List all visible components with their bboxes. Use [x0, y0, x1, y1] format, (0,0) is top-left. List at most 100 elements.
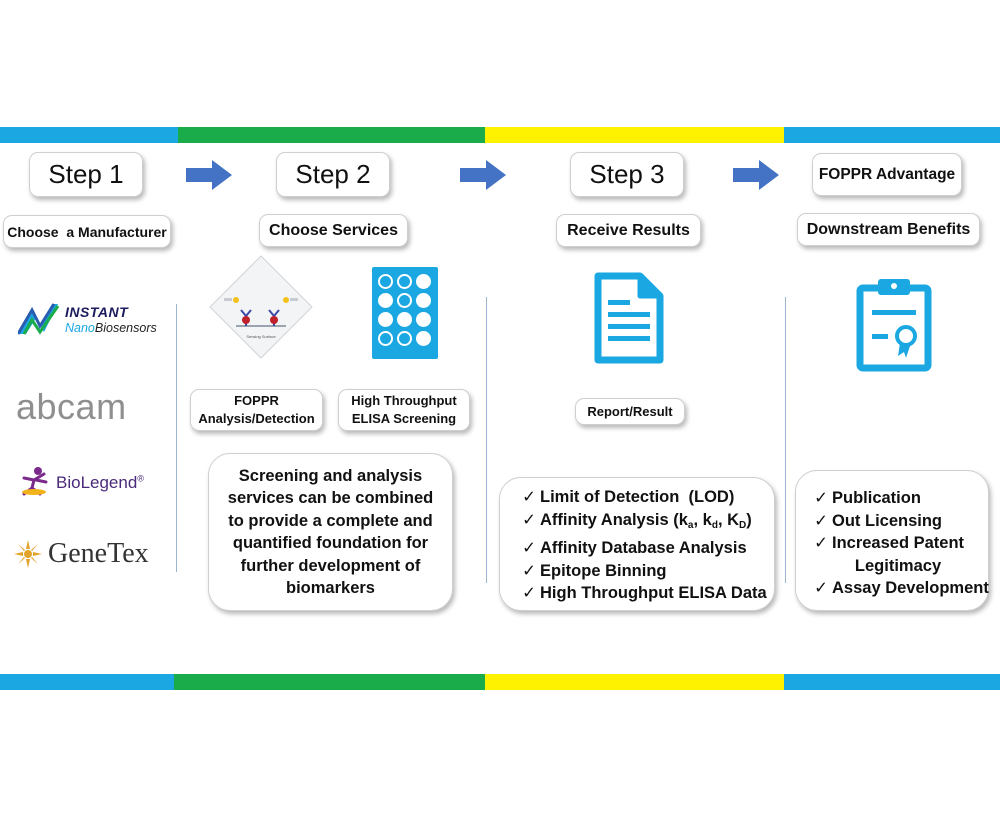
check-icon: ✓ — [522, 488, 536, 506]
result-lod: Limit of Detection (LOD) — [540, 488, 735, 506]
check-icon: ✓ — [522, 561, 536, 580]
arrow-right-icon — [186, 160, 232, 190]
genetex-sun-icon — [14, 540, 42, 568]
downstream-benefits-label: Downstream Benefits — [806, 220, 971, 238]
column-divider — [785, 297, 786, 583]
document-icon — [594, 272, 664, 364]
biolegend-figure-icon — [22, 467, 48, 496]
biolegend-logo: BioLegend® — [20, 466, 160, 498]
check-icon: ✓ — [814, 511, 828, 530]
affinity-sub-d: d — [711, 519, 718, 531]
result-item: ✓Affinity Database Analysis — [518, 537, 767, 560]
benefit-item: ✓Assay Development — [810, 577, 989, 600]
elisa-screening-line2: ELISA Screening — [351, 411, 457, 426]
benefit-item: ✓Out Licensing — [810, 510, 989, 533]
column-divider — [486, 297, 487, 583]
sensing-surface-text: Sensing Surface — [246, 334, 276, 339]
abcam-logo: abcam — [16, 386, 127, 427]
step-3-box: Step 3 — [570, 152, 684, 197]
foppr-detection-line1: FOPPR — [234, 393, 279, 409]
result-item: ✓Limit of Detection (LOD) — [518, 486, 767, 509]
elisa-well — [397, 293, 412, 308]
elisa-well — [397, 312, 412, 327]
check-icon: ✓ — [522, 539, 536, 557]
affinity-prefix: Affinity Analysis (k — [540, 510, 688, 529]
biolegend-name: BioLegend — [56, 473, 138, 492]
arrow-right-icon — [460, 160, 506, 190]
elisa-well — [416, 274, 431, 289]
instant-logo-nano: Nano — [65, 321, 95, 335]
foppr-advantage-label: FOPPR Advantage — [818, 165, 956, 183]
result-item: ✓Affinity Analysis (ka, kd, KD) — [518, 509, 767, 538]
benefit-licensing: Out Licensing — [832, 511, 943, 530]
benefit-patent-line2: Legitimacy — [854, 556, 942, 575]
elisa-well — [378, 274, 393, 289]
instant-logo-line2: NanoBiosensors — [65, 321, 157, 335]
benefits-list-box: ✓Publication ✓Out Licensing ✓Increased P… — [795, 470, 989, 611]
top-band-yellow — [485, 127, 784, 143]
benefit-patent-line1: Increased Patent — [832, 534, 965, 552]
top-band-green — [178, 127, 485, 143]
clipboard-certificate-icon — [856, 279, 932, 372]
result-item: ✓Epitope Binning — [518, 560, 767, 583]
choose-manufacturer-box: Choose a Manufacturer — [3, 215, 171, 248]
benefit-item: ✓Publication — [810, 487, 989, 510]
foppr-advantage-box: FOPPR Advantage — [812, 153, 962, 196]
benefits-checklist: ✓Publication ✓Out Licensing ✓Increased P… — [810, 487, 989, 600]
elisa-well — [397, 274, 412, 289]
biolegend-registered-mark: ® — [137, 473, 144, 484]
benefit-assay: Assay Development — [832, 579, 989, 597]
choose-manufacturer-label: Choose a Manufacturer — [7, 223, 167, 240]
affinity-suffix: ) — [746, 510, 752, 529]
choose-services-label: Choose Services — [269, 221, 398, 239]
top-band-blue-right — [784, 127, 1000, 143]
elisa-wells — [378, 274, 434, 346]
result-database: Affinity Database Analysis — [540, 539, 747, 557]
step-2-box: Step 2 — [276, 152, 390, 197]
services-description-box: Screening and analysis services can be c… — [208, 453, 453, 611]
elisa-screening-box: High Throughput ELISA Screening — [338, 389, 470, 431]
arrow-right-icon — [733, 160, 779, 190]
biolegend-text: BioLegend® — [56, 473, 144, 493]
foppr-detection-box: FOPPR Analysis/Detection — [190, 389, 323, 431]
affinity-sub-a: a — [687, 519, 694, 531]
foppr-detection-line2: Analysis/Detection — [198, 411, 315, 426]
elisa-plate-icon — [372, 267, 438, 359]
elisa-well — [416, 312, 431, 327]
instant-logo-mark-icon — [18, 303, 60, 335]
results-checklist: ✓Limit of Detection (LOD) ✓Affinity Anal… — [518, 486, 767, 605]
foppr-sensing-diagram: Sensing Surface — [209, 255, 313, 359]
result-affinity: Affinity Analysis (ka, kd, KD) — [540, 509, 752, 538]
genetex-text: GeneTex — [48, 538, 149, 569]
receive-results-box: Receive Results — [556, 214, 701, 247]
affinity-sep1: , k — [693, 510, 712, 529]
genetex-logo: GeneTex — [14, 538, 164, 578]
downstream-benefits-box: Downstream Benefits — [797, 213, 980, 246]
result-elisa: High Throughput ELISA Data — [540, 584, 767, 602]
elisa-well — [416, 331, 431, 346]
elisa-well — [378, 331, 393, 346]
step-1-label: Step 1 — [48, 159, 124, 189]
report-result-label: Report/Result — [587, 403, 673, 419]
check-icon: ✓ — [814, 579, 828, 597]
instant-logo-biosensors: Biosensors — [94, 321, 157, 335]
step-1-box: Step 1 — [29, 152, 143, 197]
step-3-label: Step 3 — [589, 159, 665, 189]
check-icon: ✓ — [522, 584, 536, 602]
elisa-screening-line1: High Throughput — [351, 393, 457, 409]
step-2-label: Step 2 — [295, 159, 371, 189]
elisa-well — [416, 293, 431, 308]
check-icon: ✓ — [522, 510, 536, 529]
bottom-band-yellow — [485, 674, 784, 690]
check-icon: ✓ — [814, 489, 828, 507]
check-icon: ✓ — [814, 534, 828, 552]
services-description: Screening and analysis services can be c… — [227, 466, 434, 598]
affinity-sep2: , K — [717, 510, 740, 529]
elisa-well — [378, 312, 393, 327]
result-item: ✓High Throughput ELISA Data — [518, 582, 767, 605]
affinity-sub-D: D — [739, 519, 747, 531]
results-list-box: ✓Limit of Detection (LOD) ✓Affinity Anal… — [499, 477, 775, 611]
bottom-band-blue-right — [784, 674, 1000, 690]
